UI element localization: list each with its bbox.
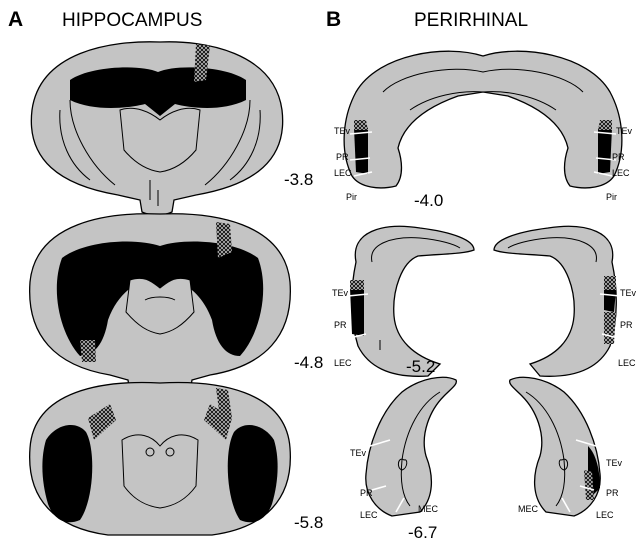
label-pr-b1-left: PR (336, 152, 349, 162)
perirhinal-section-1: TEv PR LEC Pir TEv PR LEC Pir -4.0 (334, 51, 633, 210)
coord-p3: -6.7 (408, 523, 437, 542)
coord-h1: -3.8 (284, 170, 313, 189)
label-lec-b1-left: LEC (334, 168, 352, 178)
label-pr-b2-right: PR (620, 320, 633, 330)
label-tev-b1-right: TEv (616, 126, 633, 136)
label-tev-b1-left: TEv (334, 126, 351, 136)
label-pr-b3-right: PR (606, 488, 619, 498)
panel-b-letter: B (326, 8, 341, 31)
hippocampus-section-2: -4.8 (30, 214, 324, 397)
label-tev-b3-left: TEv (350, 448, 367, 458)
coord-h2: -4.8 (294, 353, 323, 372)
label-pir-b1-left: Pir (346, 192, 357, 202)
label-lec-b2-left: LEC (334, 358, 352, 368)
hippocampus-section-1: -3.8 (31, 42, 313, 215)
panel-b-title: PERIRHINAL (414, 10, 528, 31)
label-tev-b2-right: TEv (620, 288, 637, 298)
coord-p1: -4.0 (414, 191, 443, 210)
label-pr-b3-left: PR (360, 488, 373, 498)
label-lec-b1-right: LEC (612, 168, 630, 178)
label-tev-b2-left: TEv (332, 288, 349, 298)
label-mec-b3-right: MEC (518, 504, 539, 514)
label-pir-b1-right: Pir (606, 192, 617, 202)
label-lec-b3-right: LEC (596, 510, 614, 520)
perirhinal-section-2: TEv PR LEC -5.2 TEv PR LEC (332, 226, 637, 376)
hippocampus-section-3: -5.8 (30, 383, 324, 535)
label-tev-b3-right: TEv (606, 458, 623, 468)
label-pr-b2-left: PR (334, 320, 347, 330)
label-lec-b3-left: LEC (360, 510, 378, 520)
panel-a-title: HIPPOCAMPUS (62, 10, 202, 31)
panel-a-letter: A (8, 8, 23, 31)
label-mec-b3-left: MEC (418, 504, 439, 514)
coord-p2: -5.2 (406, 357, 435, 376)
coord-h3: -5.8 (294, 513, 323, 532)
label-pr-b1-right: PR (612, 152, 625, 162)
perirhinal-section-3: TEv PR LEC MEC -6.7 TEv PR LEC MEC (350, 377, 623, 542)
label-lec-b2-right: LEC (618, 358, 636, 368)
